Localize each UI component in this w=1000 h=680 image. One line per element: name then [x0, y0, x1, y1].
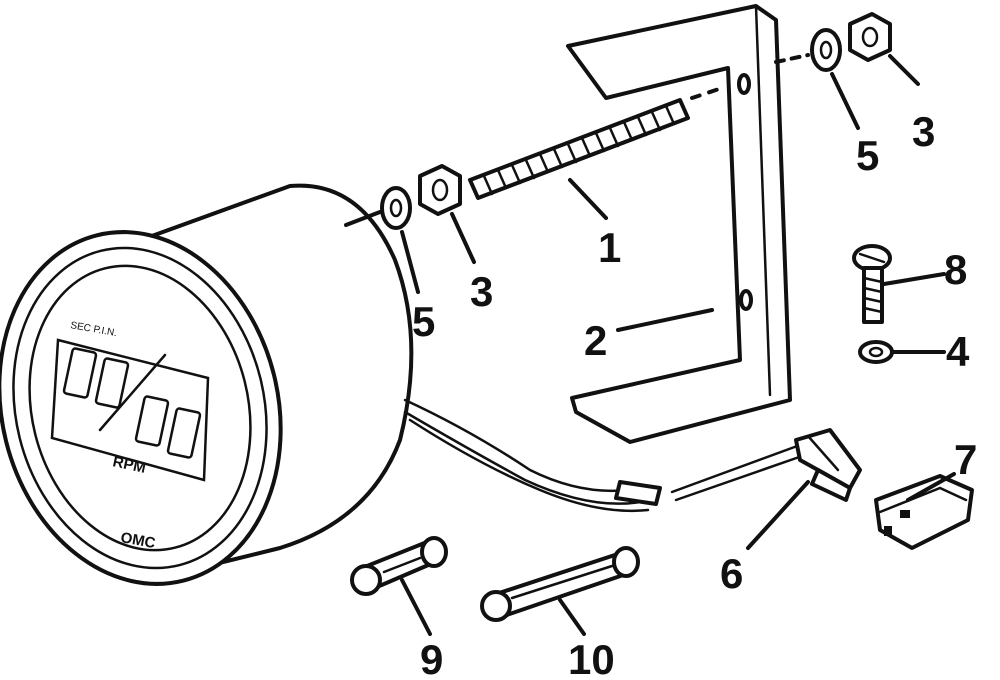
lock-washer-left — [380, 186, 412, 230]
callout-labels: 1 2 3 3 4 5 5 6 7 8 9 10 — [412, 108, 977, 680]
hex-nut-right — [848, 12, 892, 62]
callout-8: 8 — [944, 246, 967, 293]
threaded-stud — [468, 86, 724, 200]
leader-7 — [906, 472, 956, 502]
callout-5-right: 5 — [856, 132, 879, 179]
wire-harness — [403, 398, 807, 513]
gauge-bezel-inner-ring — [12, 246, 268, 570]
leader-10 — [558, 598, 586, 636]
gauge-bezel — [0, 230, 283, 586]
callout-6: 6 — [720, 550, 743, 597]
leader-5-right — [830, 72, 860, 130]
lock-washer-right — [810, 28, 842, 72]
callout-5-left: 5 — [412, 298, 435, 345]
wire-terminal-ends — [614, 480, 662, 506]
leader-5-left — [400, 230, 420, 294]
gauge-display-window — [50, 338, 210, 482]
callout-4: 4 — [946, 328, 970, 375]
leader-lines — [400, 54, 956, 636]
fuse-long — [480, 546, 640, 622]
fuse-short — [350, 536, 448, 596]
leader-1 — [568, 178, 608, 220]
terminal-clip — [794, 428, 862, 502]
callout-7: 7 — [954, 436, 977, 483]
bracket-hole-bottom — [739, 289, 753, 311]
callout-10: 10 — [568, 636, 615, 680]
leader-6 — [746, 480, 810, 550]
stud-threads — [482, 104, 676, 196]
leader-3-left — [450, 212, 476, 264]
connector — [874, 474, 974, 550]
callout-9: 9 — [420, 636, 443, 680]
leader-3-right — [888, 54, 920, 86]
callout-3-left: 3 — [470, 268, 493, 315]
hex-nut-left — [418, 164, 462, 216]
gauge-unit-label: RPM — [111, 453, 147, 477]
leader-9 — [400, 578, 432, 636]
callout-1: 1 — [598, 224, 621, 271]
leader-2 — [616, 308, 714, 332]
small-lock-washer — [858, 340, 894, 364]
screw — [852, 244, 892, 324]
gauge-digits — [62, 347, 202, 459]
callout-2: 2 — [584, 317, 607, 364]
tachometer-gauge: SEC P.I.N. RPM OMC — [0, 183, 414, 586]
leader-8 — [882, 272, 946, 286]
callout-3-right: 3 — [912, 108, 935, 155]
mounting-bracket — [566, 4, 792, 444]
bracket-hole-top — [737, 73, 751, 95]
gauge-brand-label: OMC — [119, 529, 157, 552]
gauge-face — [28, 264, 252, 552]
